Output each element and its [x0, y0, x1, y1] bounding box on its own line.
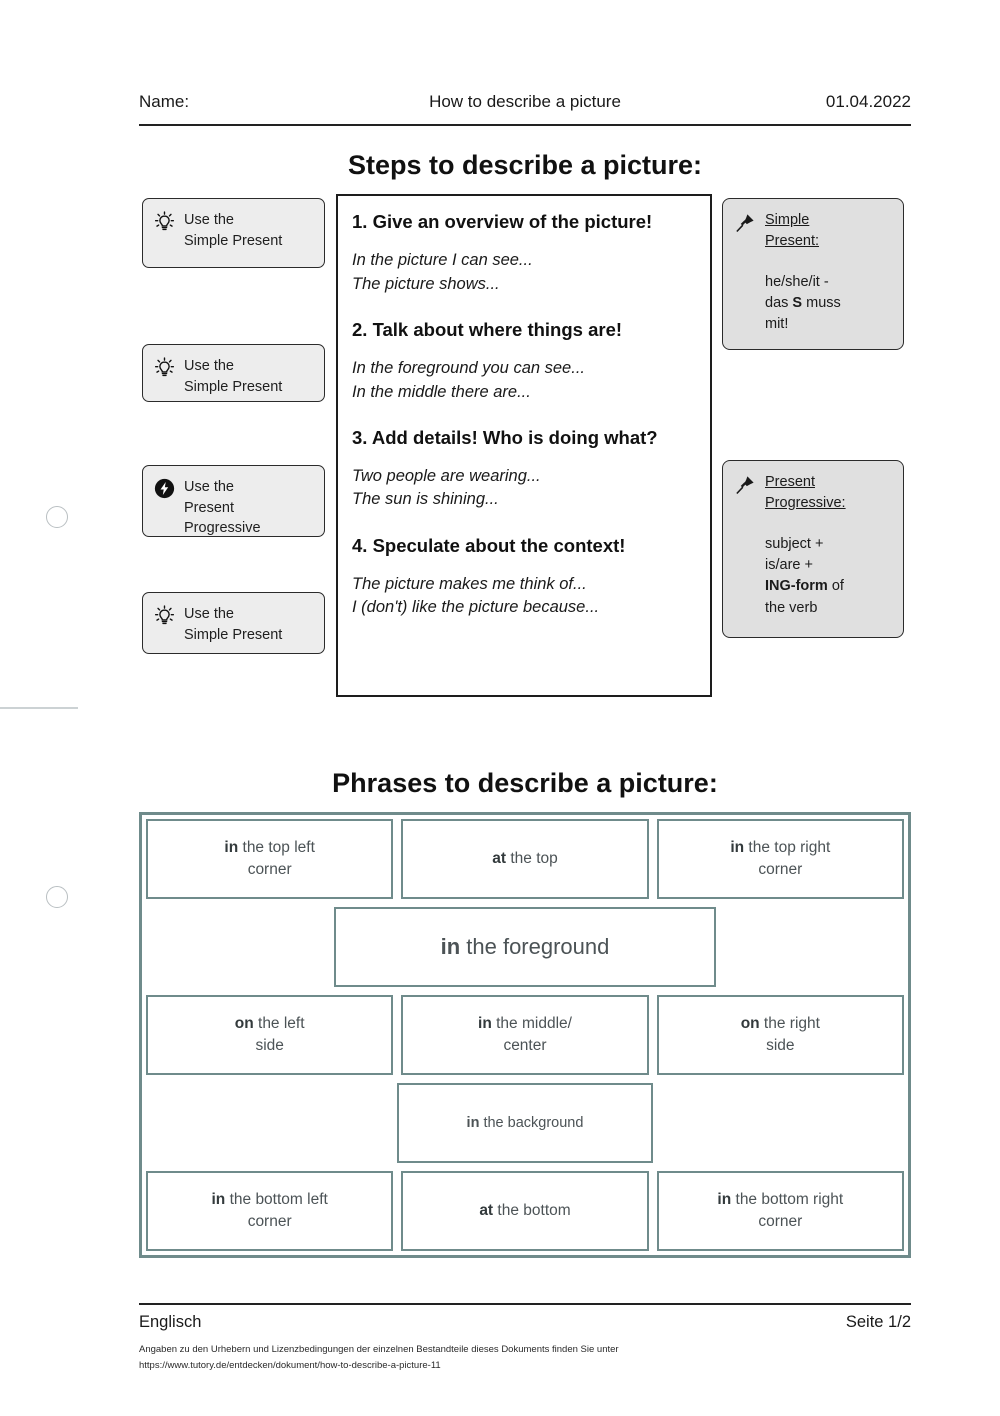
step-heading: 1. Give an overview of the picture!	[352, 211, 653, 232]
note-body-post: of the verb	[765, 578, 844, 616]
phrase-cell: at the top	[401, 819, 649, 899]
step-heading: 4. Speculate about the context!	[352, 534, 626, 556]
step-item: 4. Speculate about the context! The pict…	[352, 534, 696, 620]
name-label: Name:	[139, 92, 190, 111]
phrase-preposition: in	[478, 1015, 492, 1032]
note-header: Present Progressive:	[734, 472, 891, 514]
page-footer: Englisch Seite 1/2	[139, 1313, 911, 1332]
page-header: Name: How to describe a picture 01.04.20…	[139, 92, 911, 112]
pushpin-icon	[734, 212, 756, 234]
tip-label: Use the Simple Present	[184, 606, 283, 643]
step-examples: Two people are wearing... The sun is shi…	[352, 467, 541, 509]
footer-page-number: Seite 1/2	[845, 1313, 911, 1331]
phrase-preposition: on	[740, 1015, 760, 1032]
tip-box-simple-present-3: Use the Simple Present	[142, 592, 325, 654]
fold-line-mark	[0, 707, 78, 709]
tip-box-present-progressive: Use the Present Progressive	[142, 465, 325, 537]
phrases-row-background: in the background	[142, 1079, 908, 1167]
note-body-bold: ING-form	[765, 578, 828, 595]
phrases-row-foreground: in the foreground	[142, 903, 908, 991]
grid-spacer	[653, 1079, 908, 1167]
lightbulb-icon	[154, 210, 175, 234]
lightning-bolt-icon	[154, 478, 175, 500]
note-body-pre: he/she/it - das	[765, 274, 829, 312]
step-item: 2. Talk about where things are! In the f…	[352, 318, 696, 404]
phrases-row-middle: on the left side in the middle/ center o…	[142, 991, 908, 1079]
phrases-grid: in the top left corner at the top in the…	[139, 812, 911, 1258]
phrase-rest: the background	[479, 1115, 584, 1131]
note-header: Simple Present:	[734, 210, 891, 252]
pushpin-icon	[734, 474, 756, 496]
phrase-rest: the top right corner	[748, 839, 831, 878]
phrase-cell: on the right side	[656, 995, 904, 1075]
phrase-rest: the bottom	[493, 1202, 571, 1219]
phrase-cell-foreground: in the foreground	[334, 907, 716, 987]
phrase-rest: the bottom left corner	[229, 1191, 328, 1230]
tip-label: Use the Present Progressive	[184, 479, 261, 537]
phrase-cell: in the bottom right corner	[656, 1171, 904, 1251]
header-divider	[139, 124, 911, 126]
grid-spacer	[142, 903, 334, 991]
punch-hole-mark	[46, 886, 68, 908]
phrase-preposition: on	[234, 1015, 254, 1032]
phrase-cell: at the bottom	[401, 1171, 649, 1251]
note-body-bold: S	[792, 295, 803, 312]
phrase-rest: the top	[506, 850, 558, 867]
steps-section-title: Steps to describe a picture:	[347, 150, 703, 180]
tip-label: Use the Simple Present	[184, 358, 283, 395]
step-item: 3. Add details! Who is doing what? Two p…	[352, 426, 696, 512]
phrase-preposition: in	[224, 839, 239, 856]
footer-divider	[139, 1303, 911, 1305]
step-examples: The picture makes me think of... I (don'…	[352, 575, 600, 617]
phrase-rest: the left side	[255, 1015, 305, 1054]
note-body-pre: subject + is/are +	[765, 536, 824, 574]
lightbulb-icon	[154, 604, 175, 628]
phrases-row-bottom: in the bottom left corner at the bottom …	[142, 1167, 908, 1255]
phrase-rest: the bottom right corner	[735, 1191, 844, 1230]
phrases-row-top: in the top left corner at the top in the…	[142, 815, 908, 903]
phrase-cell: in the middle/ center	[401, 995, 649, 1075]
note-title: Present Progressive:	[765, 474, 846, 512]
phrase-rest: the right side	[763, 1015, 820, 1054]
phrase-cell: in the top right corner	[656, 819, 904, 899]
step-heading: 2. Talk about where things are!	[352, 318, 623, 340]
phrase-rest: the top left corner	[242, 839, 315, 878]
phrase-rest: the foreground	[460, 934, 610, 959]
step-examples: In the foreground you can see... In the …	[352, 359, 585, 401]
tip-box-simple-present-2: Use the Simple Present	[142, 344, 325, 402]
phrase-cell: on the left side	[146, 995, 394, 1075]
tip-label: Use the Simple Present	[184, 212, 283, 249]
phrase-cell-background: in the background	[397, 1083, 653, 1163]
phrase-preposition: in	[211, 1191, 226, 1208]
note-title: Simple Present:	[765, 212, 819, 250]
step-heading: 3. Add details! Who is doing what?	[352, 426, 658, 448]
note-body: he/she/it - das S muss mit!	[765, 272, 891, 335]
note-box-present-progressive: Present Progressive: subject + is/are + …	[722, 460, 904, 638]
lightbulb-icon	[154, 356, 175, 380]
grid-spacer	[716, 903, 908, 991]
phrases-section-title: Phrases to describe a picture:	[332, 768, 718, 798]
punch-hole-mark	[46, 506, 68, 528]
phrase-preposition: in	[717, 1191, 732, 1208]
footer-legal-notice: Angaben zu den Urhebern und Lizenzbeding…	[139, 1344, 619, 1372]
tip-box-simple-present-1: Use the Simple Present	[142, 198, 325, 268]
grid-spacer	[142, 1079, 397, 1167]
footer-subject: Englisch	[139, 1313, 202, 1331]
phrase-cell: in the bottom left corner	[146, 1171, 394, 1251]
step-item: 1. Give an overview of the picture! In t…	[352, 210, 696, 296]
worksheet-title: How to describe a picture	[429, 92, 621, 111]
phrase-preposition: at	[479, 1202, 494, 1219]
phrase-preposition: in	[466, 1115, 480, 1131]
note-body: subject + is/are + ING-form of the verb	[765, 534, 891, 619]
note-box-simple-present: Simple Present: he/she/it - das S muss m…	[722, 198, 904, 350]
step-examples: In the picture I can see... The picture …	[352, 251, 533, 293]
worksheet-date: 01.04.2022	[825, 92, 911, 111]
note-body-post: muss mit!	[765, 295, 841, 333]
phrase-preposition: in	[730, 839, 745, 856]
steps-content-box: 1. Give an overview of the picture! In t…	[336, 194, 712, 697]
phrase-preposition: at	[492, 850, 507, 867]
phrase-rest: the middle/ center	[496, 1015, 572, 1054]
phrase-preposition: in	[440, 934, 461, 959]
phrase-cell: in the top left corner	[146, 819, 394, 899]
